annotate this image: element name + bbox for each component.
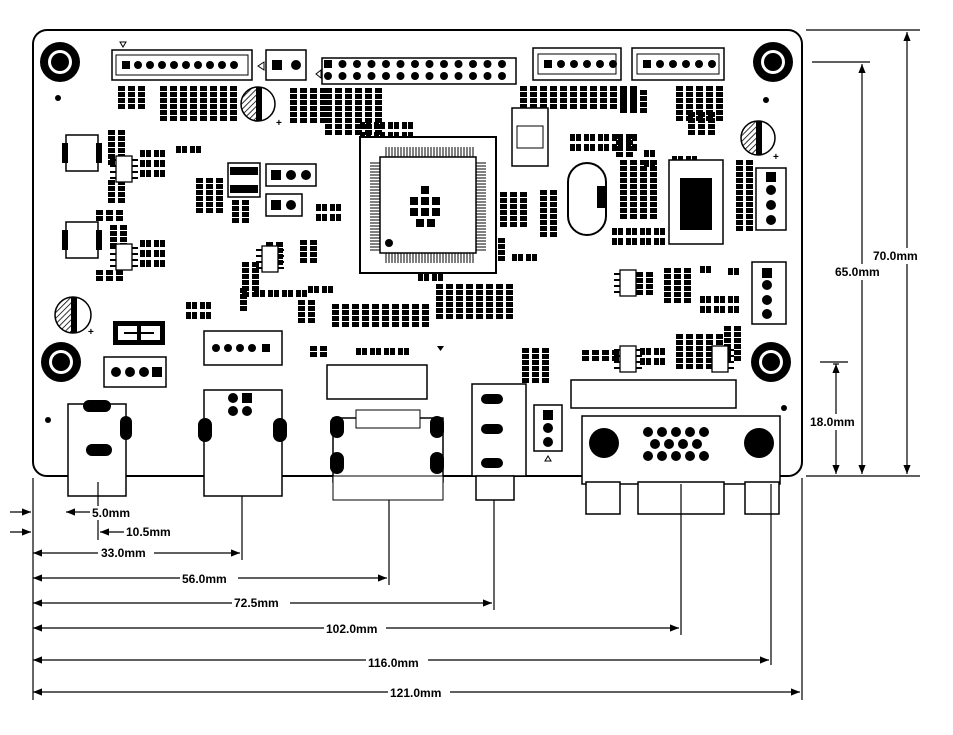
jumper-blocks — [265, 163, 317, 217]
dim-label-102mm: 102.0mm — [326, 622, 377, 636]
dim-label-121mm: 121.0mm — [390, 686, 441, 700]
mounting-holes — [40, 42, 793, 423]
mounting-hole-top-left — [40, 42, 80, 82]
connector-2pin — [257, 49, 307, 81]
capacitor-left: + — [54, 296, 94, 338]
svg-text:+: + — [276, 118, 282, 129]
mounting-hole-bottom-left — [41, 342, 81, 382]
dim-label-18mm: 18.0mm — [810, 415, 855, 429]
usb-port — [471, 383, 527, 501]
dim-label-56mm: 56.0mm — [182, 572, 227, 586]
dim-label-5mm: 5.0mm — [92, 506, 130, 520]
connector-5pin-bottom — [203, 330, 283, 366]
dim-label-10-5mm: 10.5mm — [126, 525, 171, 539]
dc-power-jack — [67, 400, 132, 497]
connector-3pin-vertical — [533, 404, 563, 462]
dim-label-33mm: 33.0mm — [101, 546, 146, 560]
capacitor-top-center: + — [240, 86, 282, 129]
eeprom-chip — [511, 107, 549, 167]
connectors-right-vertical — [751, 167, 787, 325]
crystal-oscillator — [567, 162, 607, 236]
tssop-chip — [668, 159, 724, 245]
audio-jack — [198, 389, 287, 497]
dim-label-116mm: 116.0mm — [368, 656, 419, 670]
mounting-hole-top-right — [753, 42, 793, 82]
electrolytic-capacitors: + + + — [54, 86, 779, 338]
hdmi-port — [330, 409, 444, 501]
dim-label-72-5mm: 72.5mm — [234, 596, 279, 610]
main-processor-chip — [359, 136, 497, 274]
mounting-hole-bottom-right — [751, 342, 791, 382]
dim-label-65mm: 65.0mm — [835, 265, 880, 279]
connector-2x7-header — [326, 346, 444, 400]
smd-components — [96, 60, 753, 426]
svg-text:+: + — [88, 327, 94, 338]
svg-text:+: + — [773, 152, 779, 163]
power-inductor — [227, 162, 261, 198]
dimension-labels: 5.0mm 10.5mm 33.0mm 56.0mm 72.5mm 102.0m… — [90, 248, 936, 700]
capacitor-right: + — [740, 120, 779, 163]
inductors — [62, 134, 102, 259]
dim-label-70mm: 70.0mm — [873, 249, 918, 263]
connector-4pin-left — [103, 356, 167, 388]
connector-lvds-long — [570, 379, 737, 409]
switch-block — [113, 321, 165, 345]
